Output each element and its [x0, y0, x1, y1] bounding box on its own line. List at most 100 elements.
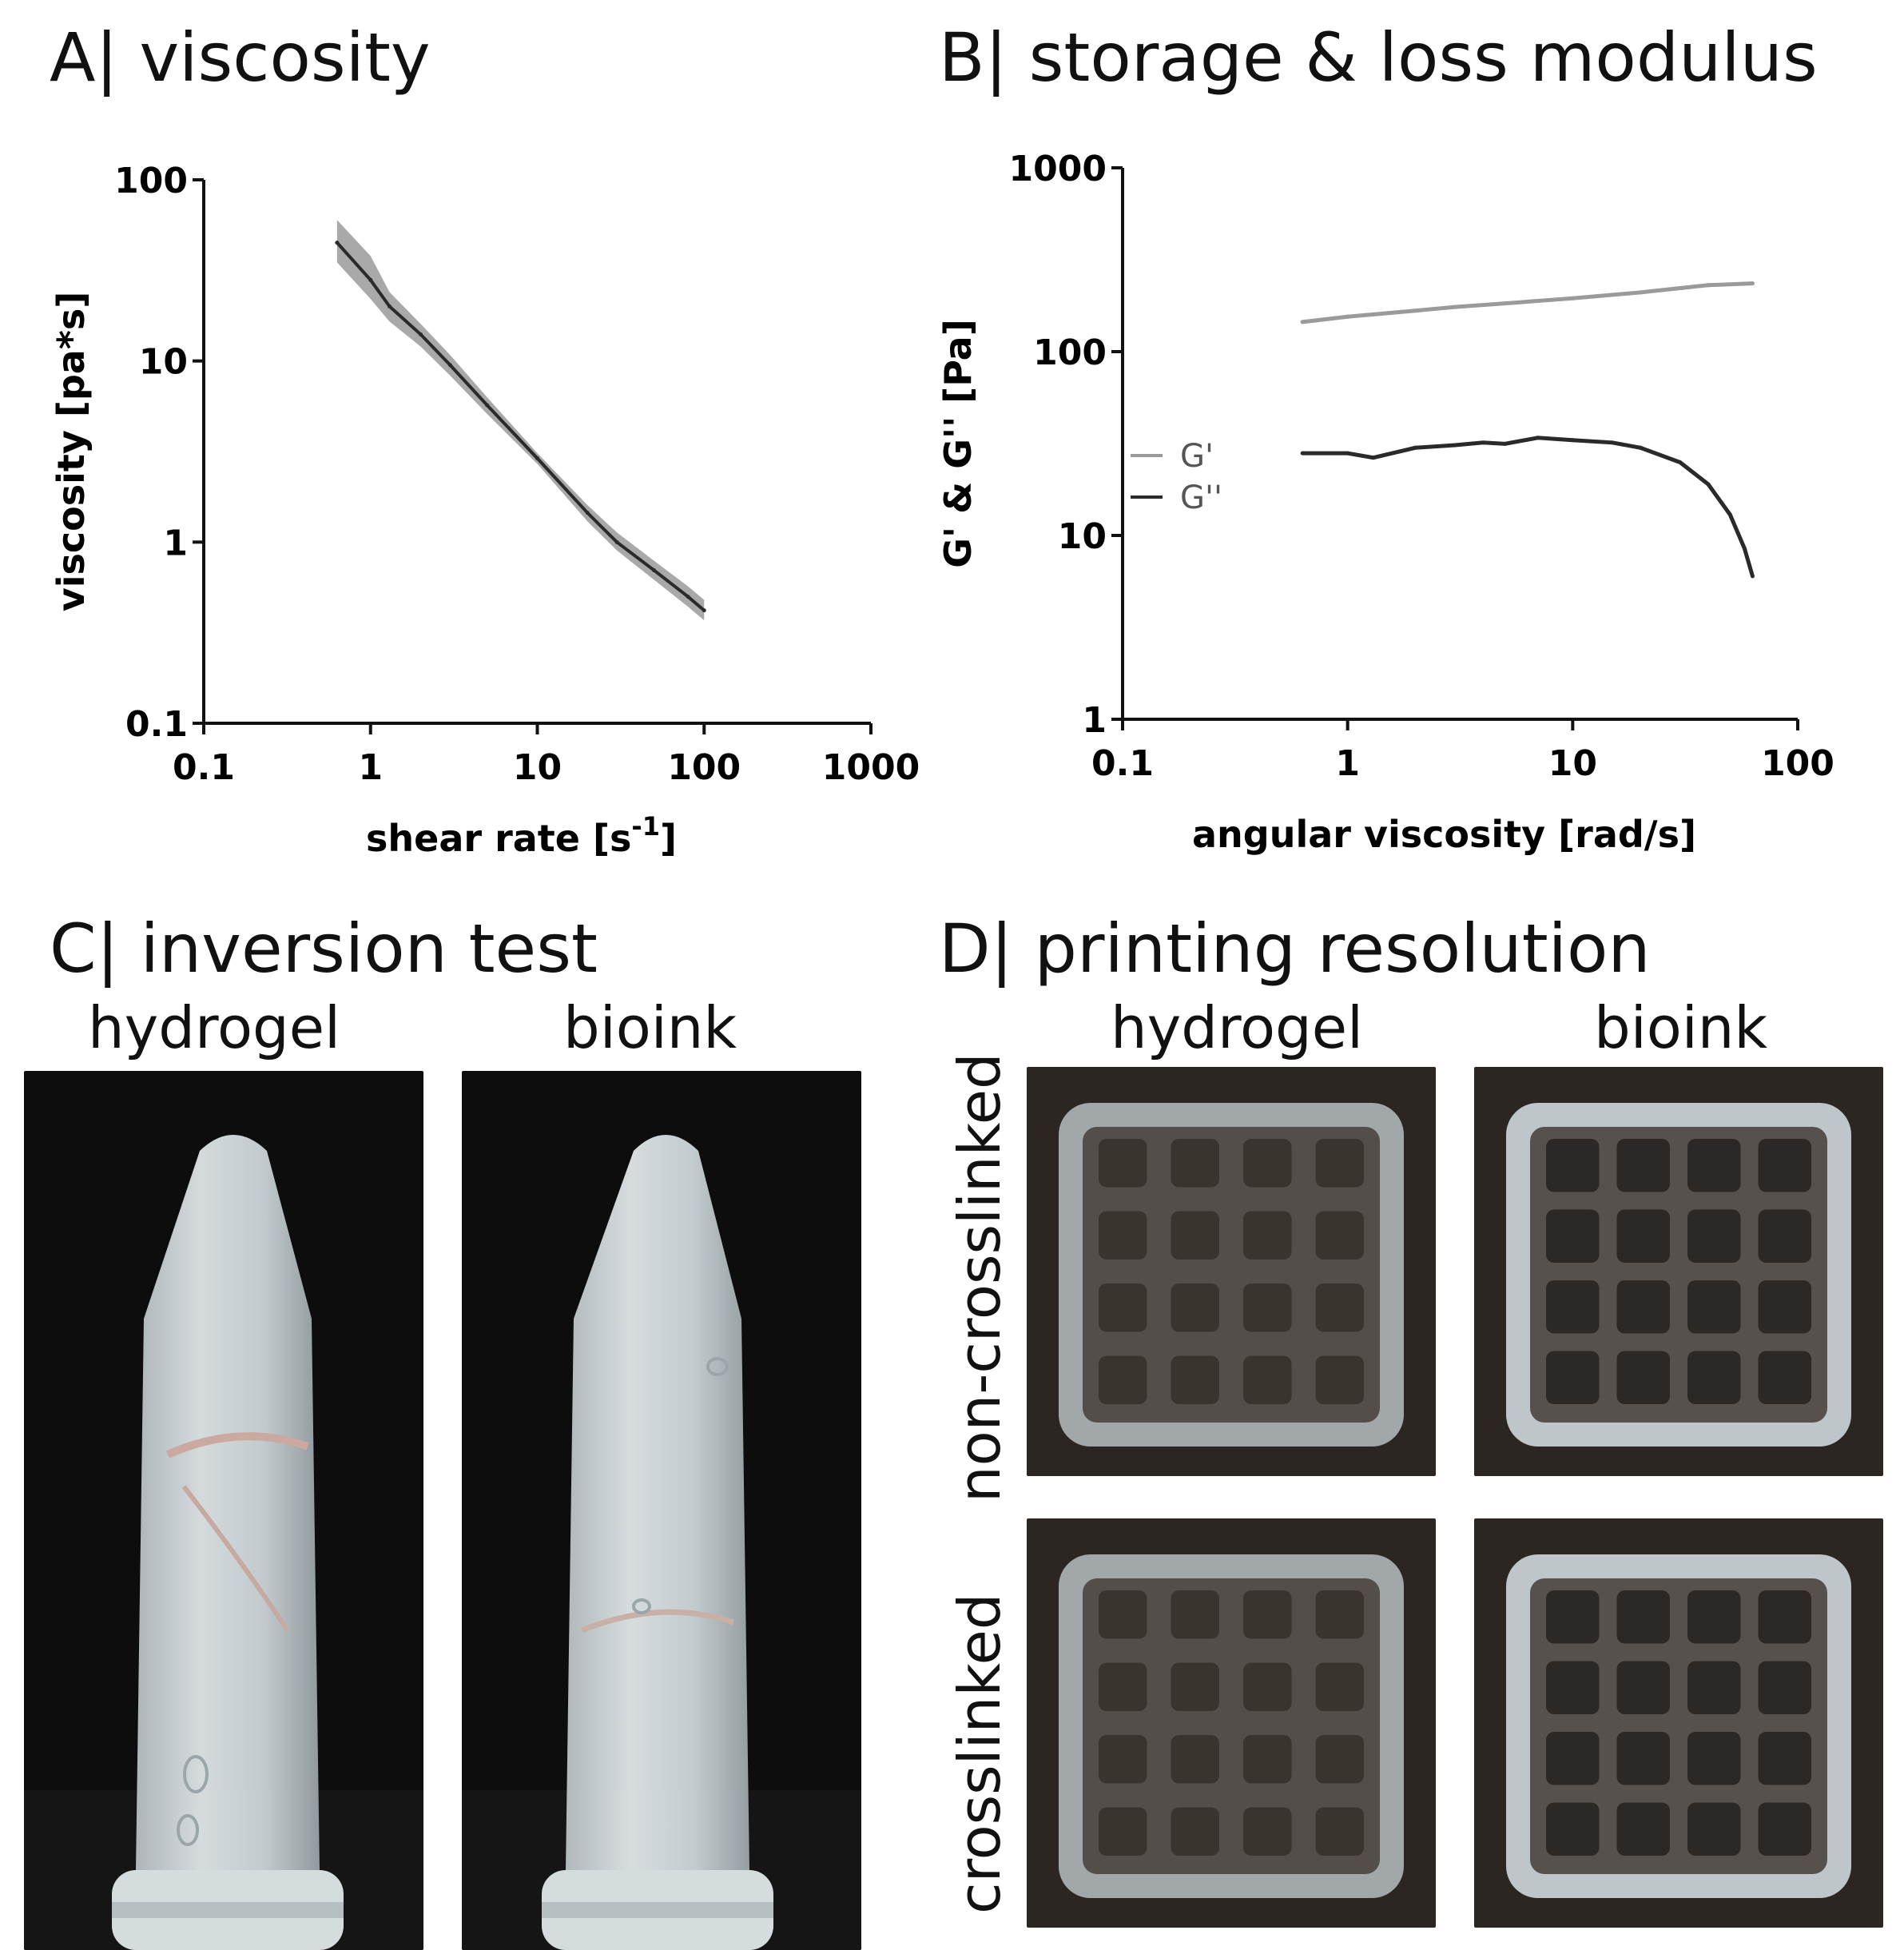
scaffold-pore	[1758, 1351, 1811, 1404]
printing-row-crosslinked: crosslinked	[946, 1593, 1013, 1914]
scaffold-pore	[1616, 1802, 1670, 1856]
y-axis-label: viscosity [pa*s]	[50, 292, 93, 612]
scaffold-pore	[1243, 1807, 1292, 1856]
y-tick-label: 10	[1058, 516, 1107, 557]
data-point	[1413, 308, 1417, 313]
data-point	[1453, 304, 1457, 309]
scaffold-pore	[1315, 1355, 1364, 1404]
scaffold-hydrogel-crosslinked	[1027, 1518, 1436, 1928]
scaffold-pore	[1758, 1280, 1811, 1334]
scaffold-pore	[1099, 1590, 1147, 1639]
scaffold-pore	[1315, 1807, 1364, 1856]
scaffold-pore	[1315, 1662, 1364, 1711]
panel-d-title: D| printing resolution	[939, 909, 1651, 988]
printed-grid-scaffold-icon	[1506, 1554, 1851, 1898]
scaffold-pore	[1687, 1209, 1741, 1263]
printing-label-bioink: bioink	[1594, 994, 1768, 1061]
data-point	[447, 363, 452, 368]
data-point	[1300, 451, 1305, 456]
scaffold-pore	[1243, 1283, 1292, 1332]
data-point	[585, 511, 590, 515]
tube-photo-bioink	[462, 1071, 861, 1950]
x-tick-label: 10	[513, 747, 562, 788]
data-point	[614, 539, 619, 544]
data-point	[1570, 296, 1575, 300]
printing-label-hydrogel: hydrogel	[1111, 994, 1364, 1061]
scaffold-pore	[1099, 1735, 1147, 1784]
data-point	[1750, 574, 1755, 579]
scaffold-pore	[1616, 1209, 1670, 1263]
scaffold-pore	[1171, 1283, 1219, 1332]
scaffold-pore	[1315, 1211, 1364, 1260]
scaffold-pore	[1315, 1735, 1364, 1784]
scaffold-pore	[1171, 1211, 1219, 1260]
printed-grid-scaffold-icon	[1059, 1554, 1404, 1898]
scaffold-pore	[1687, 1732, 1741, 1785]
data-point	[1371, 456, 1376, 460]
data-point	[1503, 441, 1508, 446]
y-tick-label: 10	[139, 342, 188, 383]
scaffold-pore	[1687, 1139, 1741, 1192]
scaffold-pore	[1171, 1735, 1219, 1784]
x-tick-label: 100	[667, 747, 741, 788]
panel-b-title: B| storage & loss modulus	[939, 18, 1818, 97]
scaffold-pore	[1243, 1139, 1292, 1188]
printed-grid-scaffold-icon	[1506, 1103, 1851, 1447]
scaffold-pore	[1758, 1209, 1811, 1263]
scaffold-pore	[1315, 1283, 1364, 1332]
scaffold-pore	[1546, 1590, 1600, 1644]
x-tick-label: 1000	[822, 747, 920, 788]
data-point	[1706, 482, 1711, 487]
scaffold-pore	[1171, 1590, 1219, 1639]
data-point	[535, 456, 539, 461]
scaffold-pore	[1315, 1139, 1364, 1188]
x-tick-label: 10	[1548, 743, 1597, 784]
data-point	[1638, 445, 1643, 450]
panel-c-title: C| inversion test	[50, 909, 598, 988]
inversion-label-bioink: bioink	[563, 994, 737, 1061]
y-tick-label: 0.1	[125, 704, 188, 745]
scaffold-pore	[1171, 1355, 1219, 1404]
scaffold-pore	[1687, 1661, 1741, 1714]
scaffold-pore	[1758, 1139, 1811, 1192]
scaffold-pore	[1243, 1211, 1292, 1260]
data-point	[419, 332, 423, 337]
scaffold-pore	[1243, 1355, 1292, 1404]
scaffold-hydrogel-noncrosslinked	[1027, 1067, 1436, 1476]
data-point	[485, 403, 490, 408]
scaffold-pore	[1616, 1661, 1670, 1714]
scaffold-bioink-noncrosslinked	[1474, 1067, 1883, 1476]
scaffold-pore	[1687, 1351, 1741, 1404]
scaffold-pore	[1243, 1735, 1292, 1784]
scaffold-pore	[1099, 1355, 1147, 1404]
data-point	[388, 304, 392, 308]
scaffold-pore	[1758, 1590, 1811, 1644]
scaffold-pore	[1546, 1280, 1600, 1334]
scaffold-pore	[1687, 1802, 1741, 1856]
x-tick-label: 0.1	[173, 747, 235, 788]
scaffold-pore	[1546, 1139, 1600, 1192]
series-line-0	[336, 241, 706, 612]
data-point	[1610, 440, 1615, 445]
scaffold-pore	[1099, 1139, 1147, 1188]
printed-grid-scaffold-icon	[1059, 1103, 1404, 1447]
data-point	[1346, 451, 1350, 456]
scaffold-pore	[1243, 1662, 1292, 1711]
x-axis-label: shear rate [s-1]	[366, 811, 677, 860]
scaffold-pore	[1171, 1807, 1219, 1856]
scaffold-pore	[1171, 1139, 1219, 1188]
y-tick-label: 100	[114, 161, 188, 201]
scaffold-pore	[1171, 1662, 1219, 1711]
data-point	[1678, 460, 1683, 464]
scaffold-pore	[1616, 1590, 1670, 1644]
x-tick-label: 1	[358, 747, 383, 788]
panel-a-title: A| viscosity	[50, 18, 431, 97]
scaffold-pore	[1546, 1661, 1600, 1714]
scaffold-pore	[1315, 1590, 1364, 1639]
scaffold-pore	[1687, 1280, 1741, 1334]
y-axis-label: G' & G'' [Pa]	[936, 319, 980, 568]
scaffold-pore	[1758, 1802, 1811, 1856]
scaffold-pore	[1099, 1807, 1147, 1856]
series-line-0	[1302, 281, 1753, 324]
